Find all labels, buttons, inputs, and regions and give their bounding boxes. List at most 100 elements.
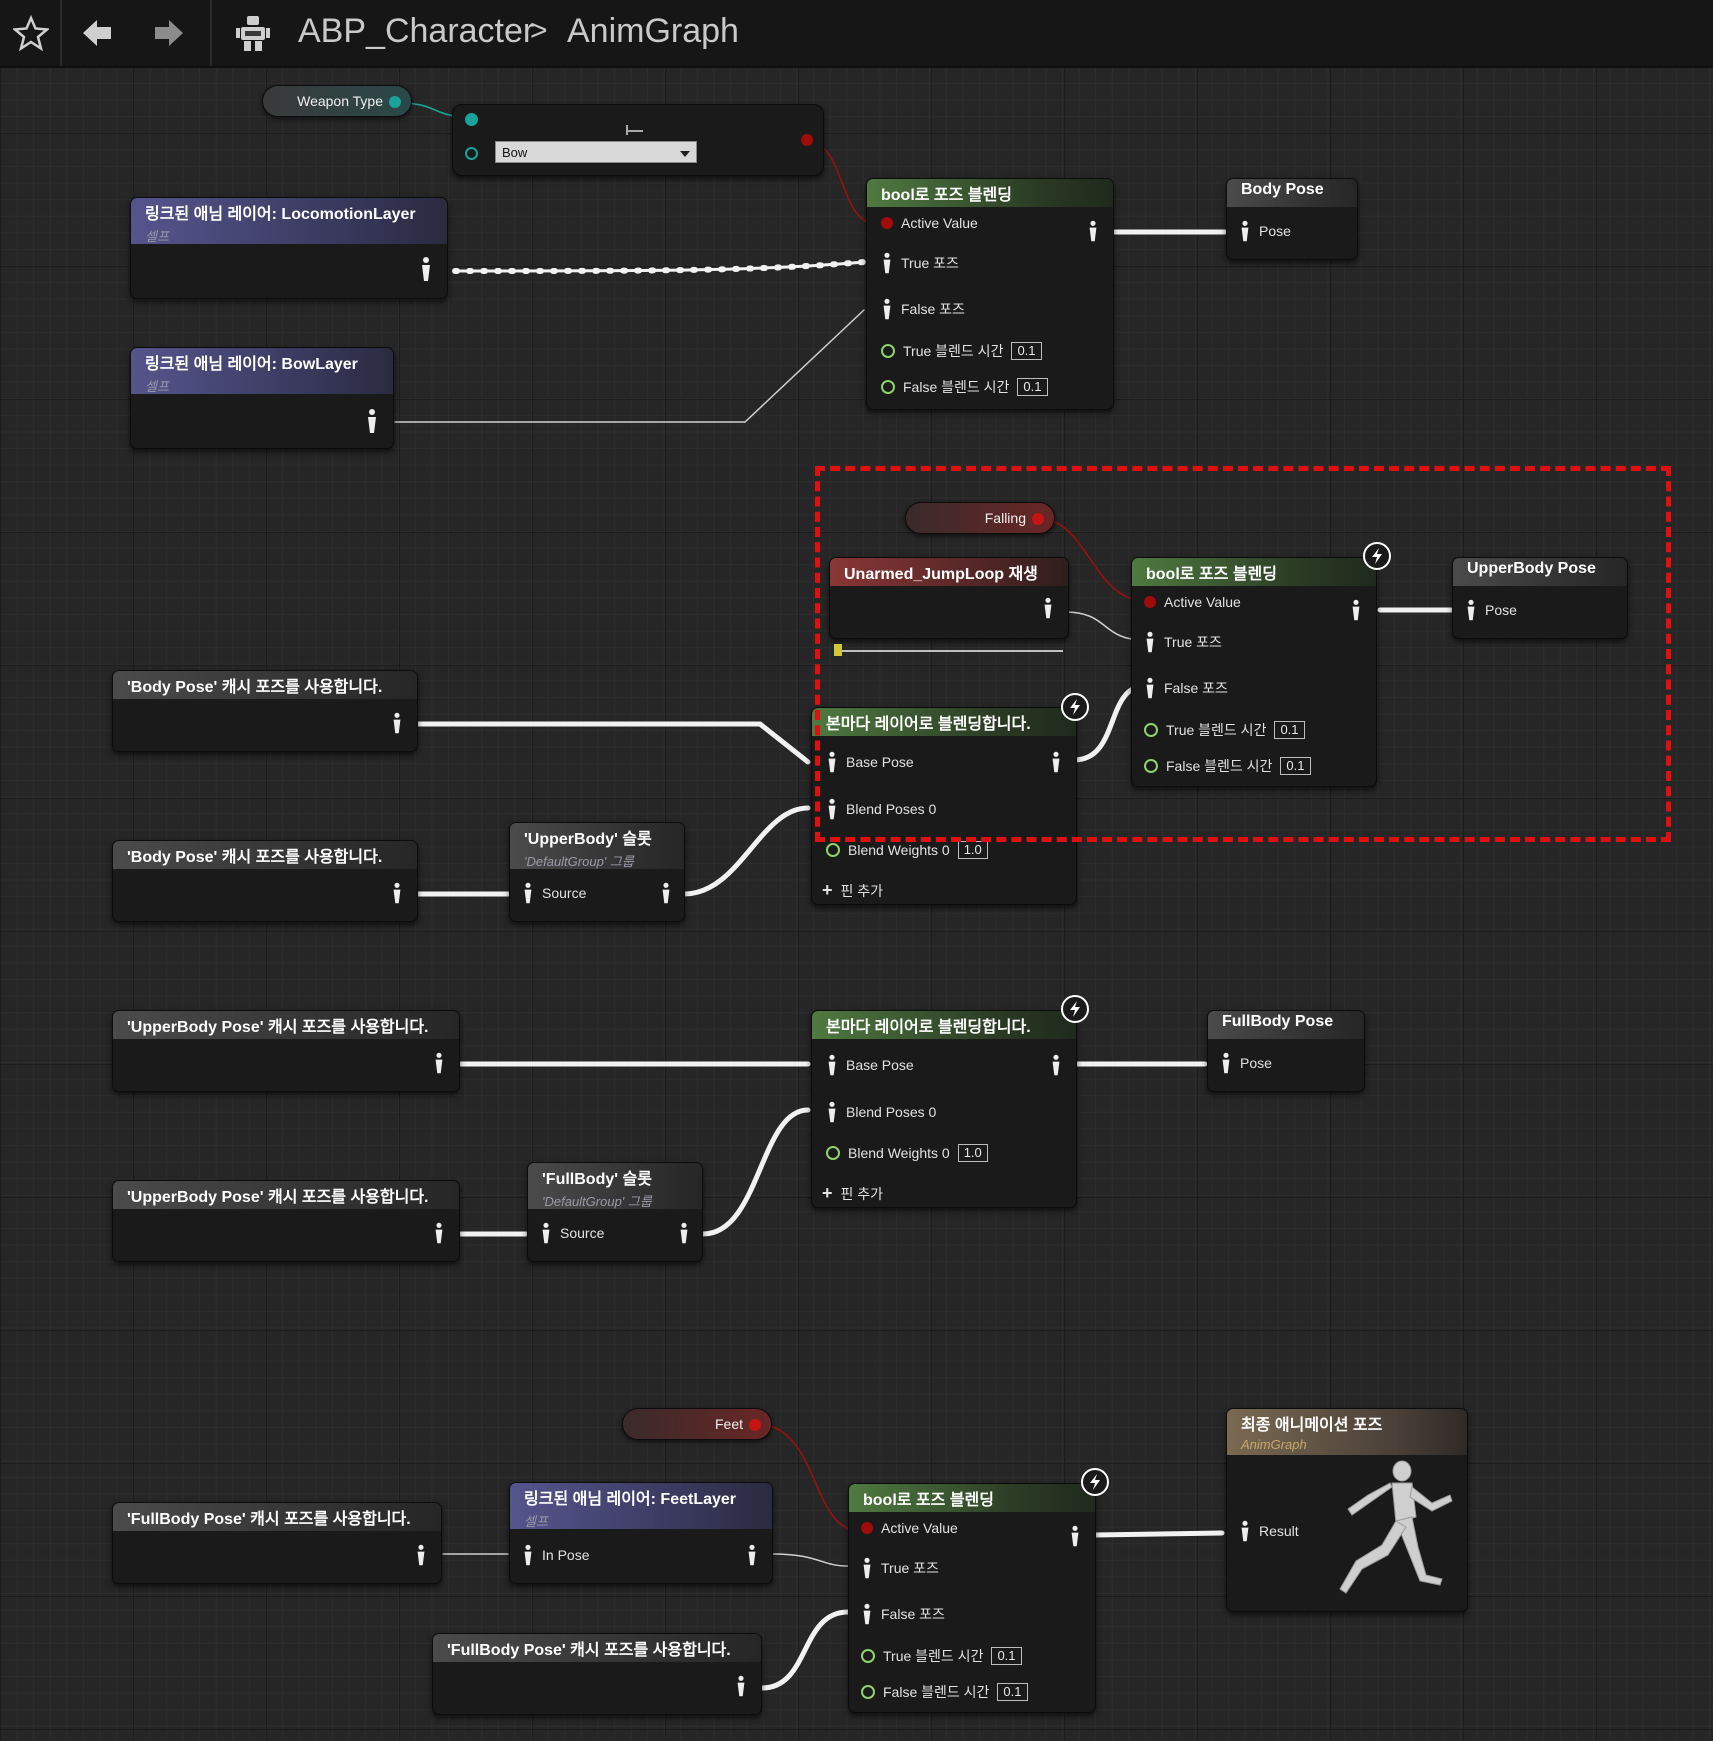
pose-output-pin[interactable] bbox=[415, 1543, 427, 1572]
base-pose-pin[interactable]: Base Pose bbox=[826, 750, 914, 774]
true-blend-time-value[interactable]: 0.1 bbox=[991, 1647, 1022, 1665]
node-title: 'Body Pose' 캐시 포즈를 사용합니다. bbox=[127, 679, 383, 696]
true-blend-time-value[interactable]: 0.1 bbox=[1274, 721, 1305, 739]
pose-output-pin[interactable] bbox=[678, 1221, 690, 1250]
fullbody-slot-node[interactable]: 'FullBody' 슬롯'DefaultGroup' 그룹 Source bbox=[527, 1162, 703, 1262]
result-pin[interactable]: Result bbox=[1239, 1519, 1299, 1543]
pose-output-pin[interactable] bbox=[1042, 596, 1054, 625]
feet-variable[interactable]: Feet bbox=[622, 1408, 772, 1440]
pose-input-pin[interactable]: Pose bbox=[1239, 219, 1291, 243]
enum-pin[interactable] bbox=[389, 96, 401, 108]
weapon-dropdown[interactable]: Bow bbox=[495, 141, 697, 163]
true-pose-pin[interactable]: True 포즈 bbox=[861, 1556, 939, 1580]
wire-feet-true bbox=[771, 1553, 849, 1567]
false-blend-time-value[interactable]: 0.1 bbox=[997, 1683, 1028, 1701]
upperbody-pose-save-node[interactable]: UpperBody Pose Pose bbox=[1452, 557, 1628, 639]
pose-output-pin[interactable] bbox=[1050, 750, 1062, 779]
pose-output-pin[interactable] bbox=[746, 1543, 758, 1572]
pose-output-pin[interactable] bbox=[433, 1221, 445, 1250]
pose-output-pin[interactable] bbox=[433, 1051, 445, 1080]
blend-poses-pin[interactable]: Blend Poses 0 bbox=[826, 797, 936, 821]
blend-poses-pin[interactable]: Blend Poses 0 bbox=[826, 1100, 936, 1124]
layered-blend-per-bone-node-1[interactable]: 본마다 레이어로 블렌딩합니다. Base Pose Blend Poses 0… bbox=[811, 707, 1077, 905]
enum-pin[interactable] bbox=[465, 113, 478, 126]
node-title: 본마다 레이어로 블렌딩합니다. bbox=[826, 1019, 1031, 1036]
use-cached-fullbody-node-2[interactable]: 'FullBody Pose' 캐시 포즈를 사용합니다. bbox=[432, 1633, 762, 1715]
weapon-type-variable[interactable]: Weapon Type bbox=[262, 85, 412, 117]
fast-path-bolt-icon bbox=[1363, 542, 1391, 570]
false-blend-time-value[interactable]: 0.1 bbox=[1280, 757, 1311, 775]
body-pose-save-node[interactable]: Body Pose Pose bbox=[1226, 178, 1358, 260]
forward-arrow-icon[interactable] bbox=[144, 8, 194, 58]
source-pin[interactable]: Source bbox=[540, 1221, 604, 1245]
fullbody-pose-save-node[interactable]: FullBody Pose Pose bbox=[1207, 1010, 1365, 1092]
active-value-pin[interactable]: Active Value bbox=[1144, 594, 1241, 610]
source-pin[interactable]: Source bbox=[522, 881, 586, 905]
upperbody-slot-node[interactable]: 'UpperBody' 슬롯'DefaultGroup' 그룹 Source bbox=[509, 822, 685, 922]
back-arrow-icon[interactable] bbox=[72, 8, 122, 58]
blend-by-bool-node-3[interactable]: bool로 포즈 블렌딩 Active Value True 포즈 False … bbox=[848, 1483, 1096, 1713]
pose-input-pin[interactable]: Pose bbox=[1465, 598, 1517, 622]
pose-output-pin[interactable] bbox=[365, 408, 379, 439]
false-pose-pin[interactable]: False 포즈 bbox=[861, 1602, 945, 1626]
true-blend-time-value[interactable]: 0.1 bbox=[1011, 342, 1042, 360]
bool-pin[interactable] bbox=[1032, 513, 1044, 525]
active-value-pin[interactable]: Active Value bbox=[881, 215, 978, 231]
pose-output-pin[interactable] bbox=[1069, 1524, 1081, 1553]
false-pose-pin[interactable]: False 포즈 bbox=[1144, 676, 1228, 700]
pose-output-pin[interactable] bbox=[1087, 219, 1099, 248]
playback-timeline[interactable] bbox=[835, 650, 1063, 652]
add-pin-button[interactable]: +핀 추가 bbox=[822, 1183, 884, 1203]
pose-output-pin[interactable] bbox=[391, 711, 403, 740]
bool-pin[interactable] bbox=[749, 1419, 761, 1431]
pose-input-pin[interactable]: Pose bbox=[1220, 1051, 1272, 1075]
false-blend-time-value[interactable]: 0.1 bbox=[1017, 378, 1048, 396]
blend-by-bool-node-1[interactable]: bool로 포즈 블렌딩 Active Value True 포즈 False … bbox=[866, 178, 1114, 410]
blend-weight-value[interactable]: 1.0 bbox=[957, 1144, 988, 1162]
bool-output-pin[interactable] bbox=[801, 134, 813, 146]
pose-output-pin[interactable] bbox=[1350, 598, 1362, 627]
add-pin-button[interactable]: +핀 추가 bbox=[822, 880, 884, 900]
true-pose-pin[interactable]: True 포즈 bbox=[881, 251, 959, 275]
use-cached-body-pose-node-2[interactable]: 'Body Pose' 캐시 포즈를 사용합니다. bbox=[112, 840, 418, 922]
node-title: 'FullBody Pose' 캐시 포즈를 사용합니다. bbox=[447, 1642, 731, 1659]
true-pose-pin[interactable]: True 포즈 bbox=[1144, 630, 1222, 654]
enum-input-pin[interactable] bbox=[465, 147, 478, 160]
wire-locomotion-true bbox=[453, 260, 866, 273]
node-title: bool로 포즈 블렌딩 bbox=[1146, 566, 1277, 583]
in-pose-pin[interactable]: In Pose bbox=[522, 1543, 589, 1567]
use-cached-fullbody-node-1[interactable]: 'FullBody Pose' 캐시 포즈를 사용합니다. bbox=[112, 1502, 442, 1584]
pose-output-pin[interactable] bbox=[735, 1674, 747, 1703]
select-pose-node[interactable]: Bow bbox=[452, 104, 824, 176]
pose-output-pin[interactable] bbox=[1050, 1053, 1062, 1082]
active-value-pin[interactable]: Active Value bbox=[861, 1520, 958, 1536]
playback-handle[interactable] bbox=[834, 644, 842, 656]
pose-output-pin[interactable] bbox=[391, 881, 403, 910]
use-cached-upperbody-node-1[interactable]: 'UpperBody Pose' 캐시 포즈를 사용합니다. bbox=[112, 1010, 460, 1092]
pose-output-pin[interactable] bbox=[419, 256, 433, 287]
layered-blend-per-bone-node-2[interactable]: 본마다 레이어로 블렌딩합니다. Base Pose Blend Poses 0… bbox=[811, 1010, 1077, 1208]
falling-variable[interactable]: Falling bbox=[905, 502, 1055, 534]
use-cached-upperbody-node-2[interactable]: 'UpperBody Pose' 캐시 포즈를 사용합니다. bbox=[112, 1180, 460, 1262]
pose-output-pin[interactable] bbox=[660, 881, 672, 910]
favorite-star-icon[interactable] bbox=[6, 8, 56, 58]
false-pose-pin[interactable]: False 포즈 bbox=[881, 297, 965, 321]
base-pose-pin[interactable]: Base Pose bbox=[826, 1053, 914, 1077]
blend-by-bool-node-2[interactable]: bool로 포즈 블렌딩 Active Value True 포즈 False … bbox=[1131, 557, 1377, 787]
use-cached-body-pose-node-1[interactable]: 'Body Pose' 캐시 포즈를 사용합니다. bbox=[112, 670, 418, 752]
jump-loop-node[interactable]: Unarmed_JumpLoop 재생 bbox=[829, 557, 1069, 639]
blend-weight-value[interactable]: 1.0 bbox=[957, 841, 988, 859]
breadcrumb-root[interactable]: ABP_Character bbox=[298, 12, 535, 50]
